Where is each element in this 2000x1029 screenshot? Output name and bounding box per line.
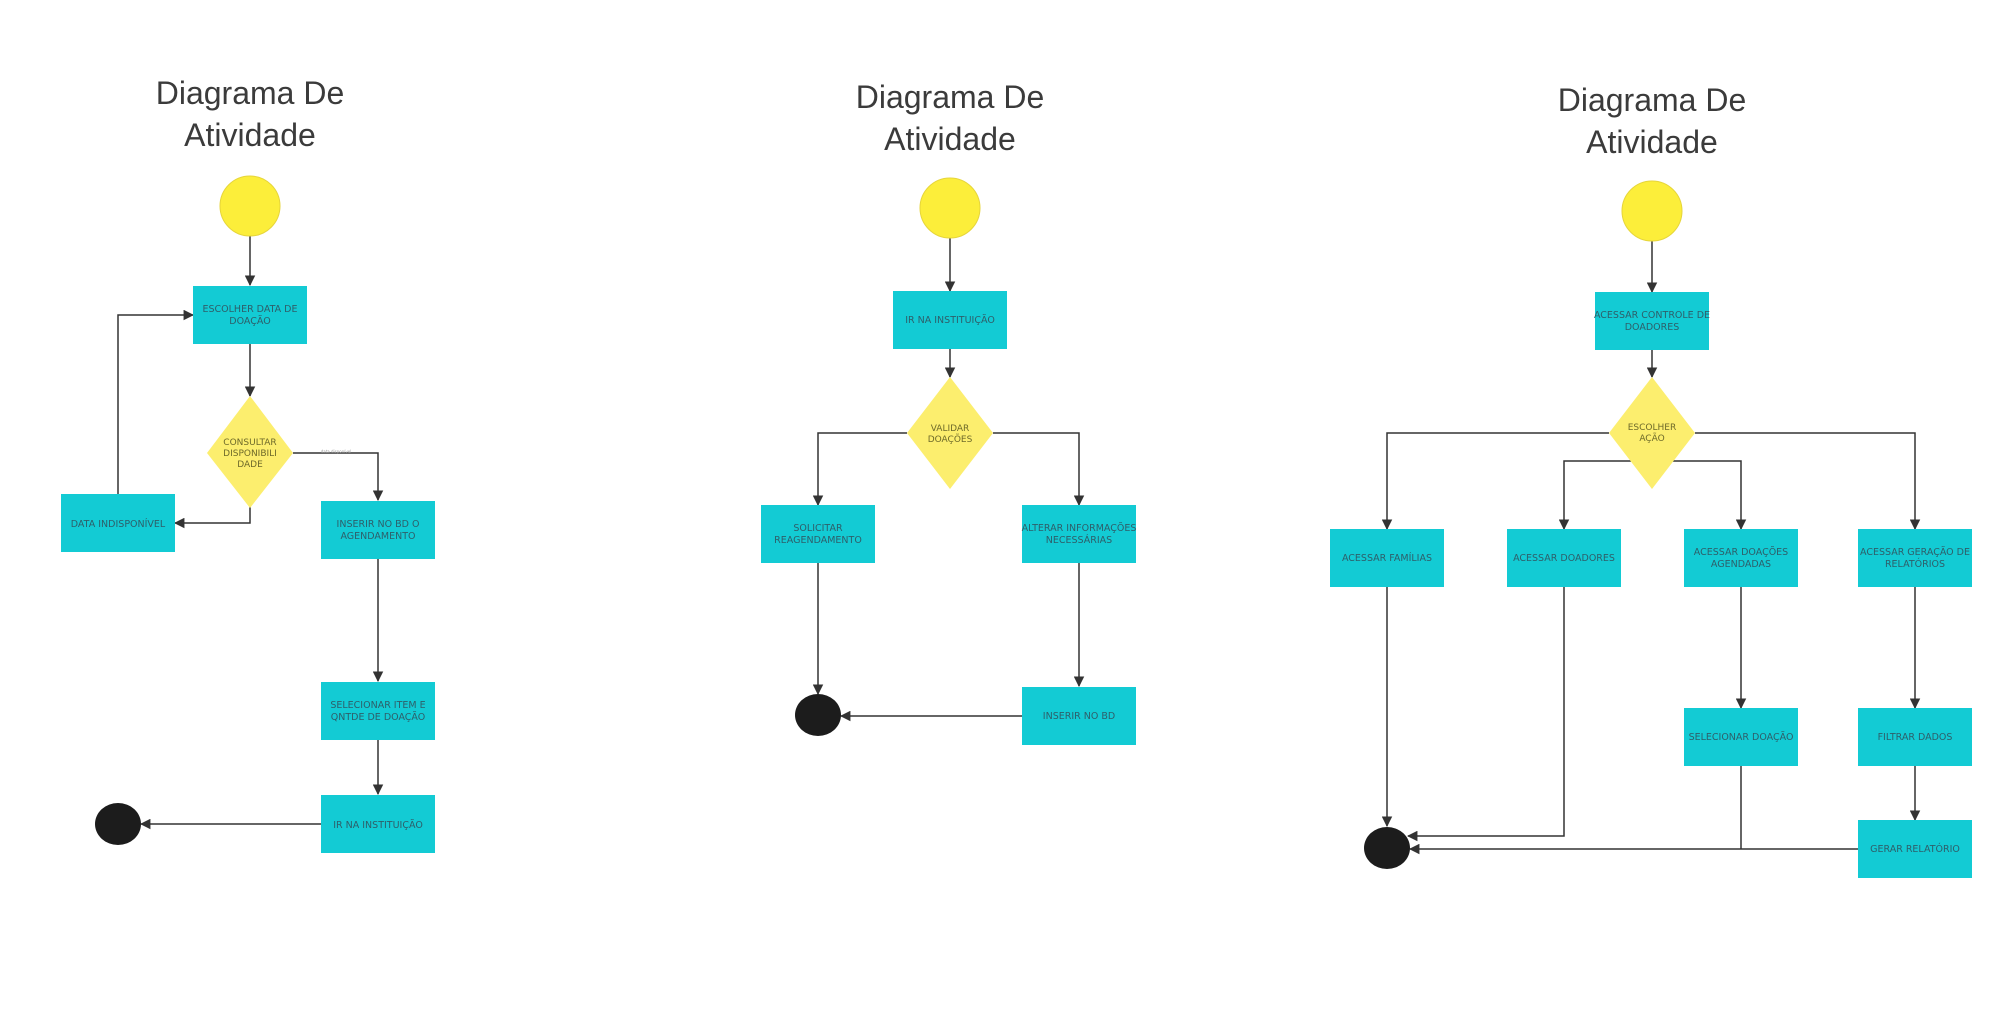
edge-consultar-to-inserir: [293, 452, 384, 502]
node-ir-instituicao: [321, 795, 435, 853]
decision-consultar-line3: DADE: [237, 460, 263, 470]
edge-escolher-to-familias: [1381, 432, 1609, 531]
diagram-3-title-line1: Diagrama De: [1558, 82, 1747, 118]
decision-validar: [907, 377, 993, 489]
node-acessar-geracao-line2: RELATÓRIOS: [1885, 558, 1945, 570]
node-acessar-doadores-label: ACESSAR DOADORES: [1513, 553, 1615, 564]
node-filtrar-dados-label: FILTRAR DADOS: [1878, 732, 1953, 743]
edge-label-disponivel: data disponível: [321, 449, 352, 454]
decision-escolher-line2: AÇÃO: [1639, 433, 1664, 444]
node-filtrar-dados: [1858, 708, 1972, 766]
node-inserir-bd: [1022, 687, 1136, 745]
node-escolher-data: [193, 286, 307, 344]
node-acessar-doacoes-line1: ACESSAR DOAÇÕES: [1694, 546, 1788, 558]
start-node: [219, 175, 281, 237]
node-gerar-relatorio: [1858, 820, 1972, 878]
edge-doadores-to-end: [1406, 587, 1565, 842]
diagram-1-title-line2: Atividade: [184, 117, 316, 153]
decision-consultar-line1: CONSULTAR: [223, 438, 276, 448]
node-solicitar-line2: REAGENDAMENTO: [774, 535, 862, 546]
end-node: [1364, 827, 1410, 869]
node-ir-instituicao-label: IR NA INSTITUIÇÃO: [333, 820, 423, 831]
node-escolher-data-line1: ESCOLHER DATA DE: [202, 304, 297, 315]
decision-validar-line2: DOAÇÕES: [928, 433, 973, 445]
diagram-1-title-line1: Diagrama De: [156, 75, 345, 111]
edge-escolher-to-doacoes: [1673, 460, 1747, 531]
start-node: [1621, 180, 1683, 242]
node-alterar-line2: NECESSÁRIAS: [1046, 534, 1112, 546]
node-data-indisponivel-label: DATA INDISPONÍVEL: [71, 518, 166, 530]
node-selecionar-item-line1: SELECIONAR ITEM E: [330, 700, 425, 711]
decision-consultar-line2: DISPONIBILI: [223, 449, 277, 459]
end-node: [95, 803, 141, 845]
node-ir-instituicao: [893, 291, 1007, 349]
node-inserir-bd-line2: AGENDAMENTO: [340, 531, 415, 542]
end-node: [795, 694, 841, 736]
edge-validar-to-solicitar: [812, 432, 907, 507]
node-alterar-informacoes: [1022, 505, 1136, 563]
edge-consultar-to-indisponivel: [173, 495, 251, 529]
diagram-2-title-line1: Diagrama De: [856, 79, 1045, 115]
diagram-2-title-line2: Atividade: [884, 121, 1016, 157]
diagram-1: Diagrama De Atividade data disponível ES…: [61, 75, 435, 853]
node-selecionar-doacao: [1684, 708, 1798, 766]
node-selecionar-item: [321, 682, 435, 740]
edge-indisponivel-to-escolher: [117, 309, 195, 494]
node-acessar-familias: [1330, 529, 1444, 587]
node-acessar-controle-line1: ACESSAR CONTROLE DE: [1594, 310, 1710, 321]
node-gerar-relatorio-label: GERAR RELATÓRIO: [1870, 843, 1960, 855]
decision-escolher-acao: [1609, 377, 1695, 489]
start-node: [919, 177, 981, 239]
node-acessar-geracao: [1858, 529, 1972, 587]
node-acessar-controle-line2: DOADORES: [1625, 322, 1680, 333]
decision-escolher-line1: ESCOLHER: [1628, 423, 1677, 433]
node-solicitar-line1: SOLICITAR: [793, 523, 843, 534]
node-inserir-bd-label: INSERIR NO BD: [1043, 711, 1115, 722]
node-acessar-doadores: [1507, 529, 1621, 587]
node-acessar-doacoes-line2: AGENDADAS: [1711, 559, 1771, 570]
node-ir-instituicao-label: IR NA INSTITUIÇÃO: [905, 315, 995, 326]
node-acessar-geracao-line1: ACESSAR GERAÇÃO DE: [1860, 547, 1970, 558]
edge-escolher-to-geracao: [1695, 432, 1921, 531]
node-data-indisponivel: [61, 494, 175, 552]
node-selecionar-item-line2: QNTDE DE DOAÇÃO: [331, 712, 425, 723]
diagram-2: Diagrama De Atividade IR NA INSTITUIÇÃO …: [761, 79, 1136, 745]
diagram-3: Diagrama De Atividade ACESSAR CONTROLE D…: [1330, 82, 1972, 878]
decision-validar-line1: VALIDAR: [931, 424, 970, 434]
diagram-3-title-line2: Atividade: [1586, 124, 1718, 160]
node-inserir-bd-line1: INSERIR NO BD O: [337, 519, 420, 530]
edge-escolher-to-doadores: [1558, 460, 1631, 531]
node-acessar-doacoes: [1684, 529, 1798, 587]
node-selecionar-doacao-label: SELECIONAR DOAÇÃO: [1689, 732, 1794, 743]
node-acessar-controle: [1595, 292, 1709, 350]
node-alterar-line1: ALTERAR INFORMAÇÕES: [1022, 522, 1137, 534]
node-escolher-data-line2: DOAÇÃO: [229, 316, 270, 327]
decision-consultar: [207, 396, 293, 508]
edge-validar-to-alterar: [993, 432, 1085, 507]
node-solicitar-reagendamento: [761, 505, 875, 563]
node-inserir-bd: [321, 501, 435, 559]
node-acessar-familias-label: ACESSAR FAMÍLIAS: [1342, 552, 1432, 564]
